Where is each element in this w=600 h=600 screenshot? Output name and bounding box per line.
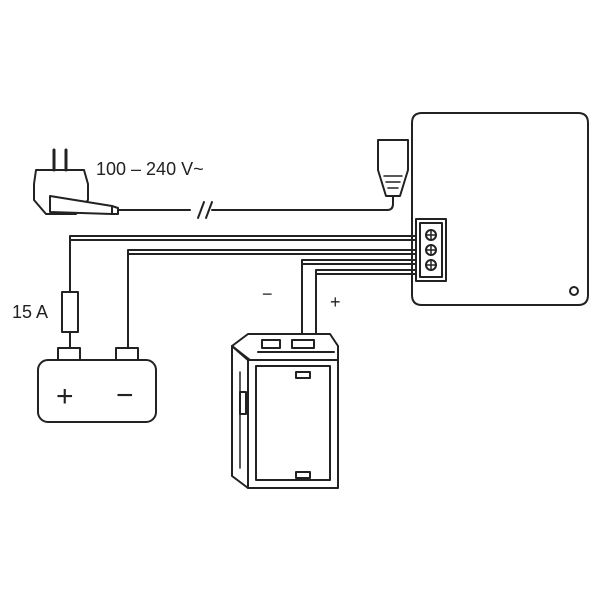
terminal-screw-2 <box>425 244 437 256</box>
mains-voltage-label: 100 – 240 V~ <box>96 159 204 179</box>
fridge-plus-label: + <box>330 292 341 312</box>
ac-inlet-connector <box>377 139 409 197</box>
battery-minus-label: − <box>116 379 134 412</box>
fridge-minus-label: − <box>262 284 273 304</box>
refrigerator-icon <box>231 333 339 489</box>
mains-cable <box>117 195 394 219</box>
terminal-screw-1 <box>425 229 437 241</box>
fuse-icon <box>61 291 79 351</box>
fridge-plus-wire <box>315 269 417 336</box>
mains-plug-icon <box>33 148 119 215</box>
battery-plus-wire <box>69 235 417 293</box>
battery-icon <box>37 347 157 423</box>
status-led-icon <box>569 286 579 296</box>
dc-wires <box>69 235 417 351</box>
terminal-block <box>415 218 447 282</box>
power-supply-unit <box>411 112 589 306</box>
cable-break-mark <box>197 201 213 219</box>
fuse-rating-label: 15 A <box>12 302 48 322</box>
battery-plus-label: + <box>56 380 74 413</box>
fridge-minus-wire <box>301 259 417 336</box>
terminal-screw-3 <box>425 259 437 271</box>
battery-minus-wire <box>127 249 417 351</box>
